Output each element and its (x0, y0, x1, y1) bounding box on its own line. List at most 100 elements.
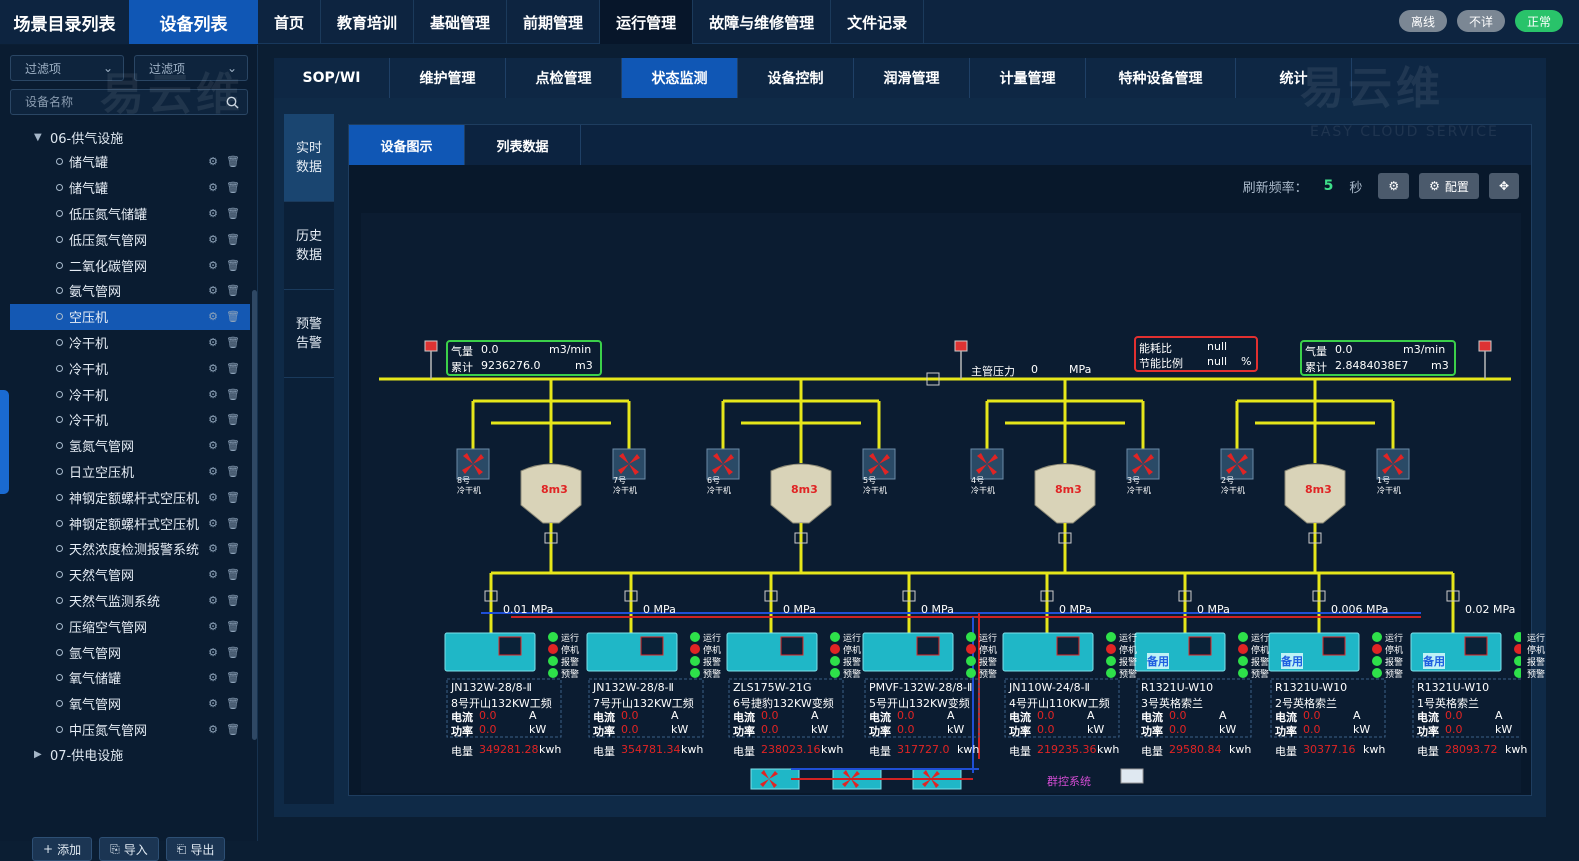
trash-icon[interactable]: 🗑 (226, 671, 240, 685)
tree-item[interactable]: 氨气管网⚙🗑 (10, 278, 250, 304)
subnav-sop[interactable]: SOP/WI (274, 58, 390, 98)
trash-icon[interactable]: 🗑 (226, 206, 240, 220)
gear-icon[interactable]: ⚙ (208, 697, 219, 711)
trash-icon[interactable]: 🗑 (226, 310, 240, 324)
trash-icon[interactable]: 🗑 (226, 490, 240, 504)
tree-item[interactable]: 天然气管网⚙🗑 (10, 562, 250, 588)
search-icon[interactable] (226, 96, 239, 109)
gear-icon[interactable]: ⚙ (208, 181, 219, 195)
tree-item[interactable]: 天然气监测系统⚙🗑 (10, 588, 250, 614)
subnav-metering[interactable]: 计量管理 (970, 58, 1086, 98)
gear-icon[interactable]: ⚙ (208, 464, 219, 478)
gear-icon[interactable]: ⚙ (208, 490, 219, 504)
gear-icon[interactable]: ⚙ (208, 645, 219, 659)
trash-icon[interactable]: 🗑 (226, 568, 240, 582)
gear-icon[interactable]: ⚙ (208, 335, 219, 349)
tree-item[interactable]: 低压氮气储罐⚙🗑 (10, 201, 250, 227)
tree-group-gas[interactable]: ▼06-供气设施 (10, 125, 250, 149)
tree-item[interactable]: 冷干机⚙🗑 (10, 330, 250, 356)
nav-home[interactable]: 首页 (258, 0, 322, 44)
tree-item[interactable]: 冷干机⚙🗑 (10, 355, 250, 381)
tree-item[interactable]: 神钢定额螺杆式空压机⚙🗑 (10, 484, 250, 510)
subnav-lubrication[interactable]: 润滑管理 (854, 58, 970, 98)
trash-icon[interactable]: 🗑 (226, 335, 240, 349)
tree-group-power[interactable]: ▶07-供电设施 (10, 742, 250, 766)
gear-icon[interactable]: ⚙ (208, 232, 219, 246)
tree-item[interactable]: 日立空压机⚙🗑 (10, 459, 250, 485)
tree-item[interactable]: 空压机⚙🗑 (10, 303, 250, 330)
gear-icon[interactable]: ⚙ (208, 671, 219, 685)
trash-icon[interactable]: 🗑 (226, 284, 240, 298)
tree-item[interactable]: 氩气管网⚙🗑 (10, 639, 250, 665)
filter-select-2[interactable]: 过滤项⌄ (134, 55, 248, 81)
config-button[interactable]: ⚙配置 (1419, 173, 1479, 199)
nav-early[interactable]: 前期管理 (507, 0, 601, 44)
trash-icon[interactable]: 🗑 (226, 155, 240, 169)
tab-scene-list[interactable]: 场景目录列表 (0, 0, 129, 44)
nav-operation[interactable]: 运行管理 (600, 0, 694, 44)
gear-icon[interactable]: ⚙ (208, 722, 219, 736)
tab-diagram[interactable]: 设备图示 (349, 125, 465, 165)
gear-icon[interactable]: ⚙ (208, 413, 219, 427)
tree-item[interactable]: 低压氮气管网⚙🗑 (10, 226, 250, 252)
tree-item[interactable]: 二氧化碳管网⚙🗑 (10, 252, 250, 278)
status-unknown[interactable]: 不详 (1456, 10, 1505, 32)
gear-icon[interactable]: ⚙ (208, 284, 219, 298)
trash-icon[interactable]: 🗑 (226, 542, 240, 556)
subnav-monitoring[interactable]: 状态监测 (622, 58, 738, 98)
status-normal[interactable]: 正常 (1514, 10, 1563, 32)
status-offline[interactable]: 离线 (1398, 10, 1447, 32)
gear-icon[interactable]: ⚙ (208, 619, 219, 633)
gear-icon[interactable]: ⚙ (208, 310, 219, 324)
tree-item[interactable]: 氢氮气管网⚙🗑 (10, 433, 250, 459)
tree-item[interactable]: 神钢定额螺杆式空压机⚙🗑 (10, 510, 250, 536)
search-input[interactable] (25, 95, 226, 109)
trash-icon[interactable]: 🗑 (226, 439, 240, 453)
tree-item[interactable]: 冷干机⚙🗑 (10, 381, 250, 407)
tree-item[interactable]: 氧气储罐⚙🗑 (10, 665, 250, 691)
filter-select-1[interactable]: 过滤项⌄ (10, 55, 124, 81)
trash-icon[interactable]: 🗑 (226, 464, 240, 478)
gear-icon[interactable]: ⚙ (208, 258, 219, 272)
gear-icon[interactable]: ⚙ (208, 593, 219, 607)
trash-icon[interactable]: 🗑 (226, 722, 240, 736)
trash-icon[interactable]: 🗑 (226, 232, 240, 246)
trash-icon[interactable]: 🗑 (226, 387, 240, 401)
trash-icon[interactable]: 🗑 (226, 413, 240, 427)
nav-basic[interactable]: 基础管理 (414, 0, 508, 44)
trash-icon[interactable]: 🗑 (226, 645, 240, 659)
subnav-maintenance[interactable]: 维护管理 (390, 58, 506, 98)
trash-icon[interactable]: 🗑 (226, 593, 240, 607)
vtab-realtime[interactable]: 实时数据 (284, 114, 334, 202)
trash-icon[interactable]: 🗑 (226, 258, 240, 272)
tree-item[interactable]: 中压氮气管网⚙🗑 (10, 717, 250, 743)
trash-icon[interactable]: 🗑 (226, 619, 240, 633)
tree-item[interactable]: 氧气管网⚙🗑 (10, 691, 250, 717)
gear-icon[interactable]: ⚙ (208, 387, 219, 401)
tree-item[interactable]: 压缩空气管网⚙🗑 (10, 613, 250, 639)
subnav-inspection[interactable]: 点检管理 (506, 58, 622, 98)
gear-icon[interactable]: ⚙ (208, 542, 219, 556)
gear-icon[interactable]: ⚙ (208, 439, 219, 453)
nav-files[interactable]: 文件记录 (831, 0, 925, 44)
tab-list-data[interactable]: 列表数据 (465, 125, 581, 165)
gear-icon[interactable]: ⚙ (208, 155, 219, 169)
tree-item[interactable]: 储气罐⚙🗑 (10, 175, 250, 201)
subnav-special[interactable]: 特种设备管理 (1086, 58, 1236, 98)
gear-button[interactable]: ⚙ (1378, 173, 1410, 199)
move-button[interactable]: ✥ (1488, 173, 1519, 199)
gear-icon[interactable]: ⚙ (208, 516, 219, 530)
tree-item[interactable]: 天然浓度检测报警系统⚙🗑 (10, 536, 250, 562)
nav-fault[interactable]: 故障与维修管理 (693, 0, 832, 44)
subnav-stats[interactable]: 统计 (1236, 58, 1352, 98)
subnav-control[interactable]: 设备控制 (738, 58, 854, 98)
trash-icon[interactable]: 🗑 (226, 361, 240, 375)
gear-icon[interactable]: ⚙ (208, 361, 219, 375)
sidebar-scrollbar[interactable] (252, 290, 257, 740)
sidebar-collapse-handle[interactable] (0, 390, 9, 494)
tree-item[interactable]: 储气罐⚙🗑 (10, 149, 250, 175)
gear-icon[interactable]: ⚙ (208, 206, 219, 220)
gear-icon[interactable]: ⚙ (208, 568, 219, 582)
nav-training[interactable]: 教育培训 (321, 0, 415, 44)
vtab-alarm[interactable]: 预警告警 (284, 290, 334, 378)
